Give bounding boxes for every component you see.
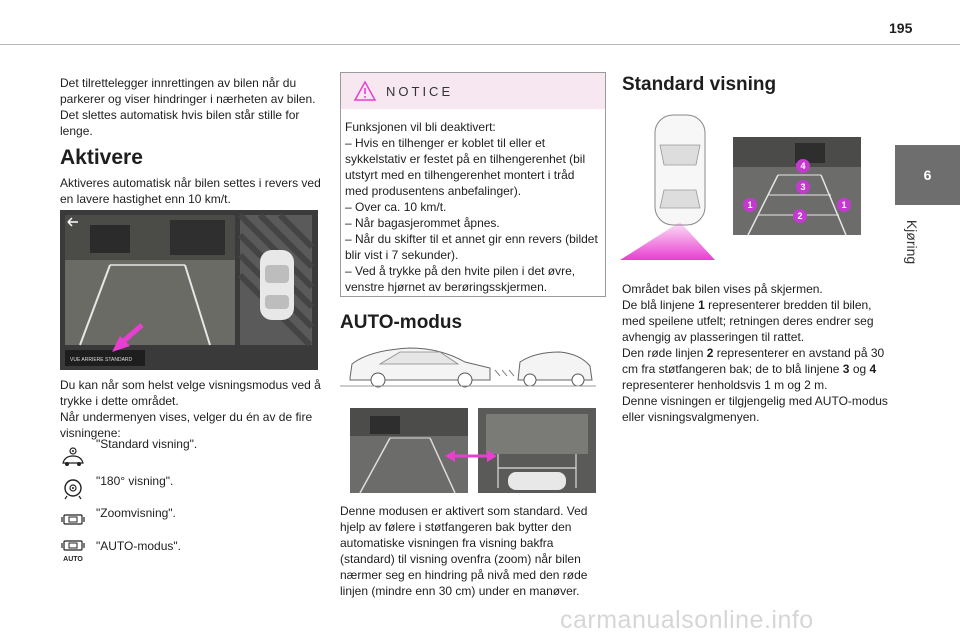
camera-screen-illustration: VUE ARRIERE STANDARD [60,210,318,370]
select-mode-text: Du kan når som helst velge visningsmodus… [60,378,321,408]
mode-label-standard: "Standard visning". [96,437,198,451]
notice-box: NOTICE Funksjonen vil bli deaktivert: – … [340,72,606,297]
marker-1-right: 1 [841,200,846,210]
standard-p2: De blå linjene 1 representerer bredden t… [622,298,874,344]
notice-header: NOTICE [341,73,605,109]
chapter-title: Kjøring [904,219,920,265]
auto-mode-icon[interactable]: AUTO [60,538,86,564]
auto-description: Denne modusen er aktivert som standard. … [340,504,588,598]
notice-line: – Ved å trykke på den hvite pilen i det … [345,264,576,294]
auto-rear-view-image [350,408,468,494]
notice-line: – Når bagasjerommet åpnes. [345,216,500,230]
auto-icon-text: AUTO [63,556,83,563]
warning-icon [353,80,377,107]
standard-p4: Denne visningen er tilgjengelig med AUTO… [622,394,888,424]
notice-title: NOTICE [386,84,454,99]
watermark: carmanualsonline.info [560,606,814,634]
car-top-view-illustration [620,110,720,265]
heading-aktivere: Aktivere [60,146,143,169]
header-divider [0,44,960,45]
notice-line: Funksjonen vil bli deaktivert: [345,120,496,134]
marker-3: 3 [800,182,805,192]
activate-text: Aktiveres automatisk når bilen settes i … [60,176,321,206]
180-view-icon[interactable] [60,478,86,500]
notice-line: – Hvis en tilhenger er koblet til eller … [345,136,586,198]
screen-mode-label: VUE ARRIERE STANDARD [70,357,133,363]
marker-2: 2 [797,211,802,221]
standard-view-icon[interactable] [60,446,86,468]
standard-description: Området bak bilen vises på skjermen. De … [622,281,890,425]
zoom-view-icon[interactable] [60,508,86,530]
mode-label-auto: "AUTO-modus". [96,539,181,553]
heading-standard-visning: Standard visning [622,74,777,95]
standard-p1: Området bak bilen vises på skjermen. [622,282,823,296]
page-number: 195 [889,20,913,36]
standard-p3: Den røde linjen 2 representerer en avsta… [622,346,885,392]
switch-arrow-icon [443,446,499,466]
intro-text: Det tilrettelegger innrettingen av bilen… [60,76,316,138]
notice-line: – Over ca. 10 km/t. [345,200,447,214]
notice-line: – Når du skifter til et annet gir enn re… [345,232,598,262]
standard-view-screen: 4 3 1 2 1 [733,137,861,236]
notice-body: Funksjonen vil bli deaktivert: – Hvis en… [345,119,601,295]
auto-zoom-view-image [478,408,596,493]
mode-label-180: "180° visning". [96,474,174,488]
marker-4: 4 [800,161,805,171]
auto-cars-illustration [340,340,596,390]
mode-label-zoom: "Zoomvisning". [96,506,176,520]
chapter-tab[interactable]: 6 [895,145,960,205]
heading-auto-modus: AUTO-modus [340,312,463,333]
submenu-text: Når undermenyen vises, velger du én av d… [60,410,313,440]
marker-1-left: 1 [747,200,752,210]
